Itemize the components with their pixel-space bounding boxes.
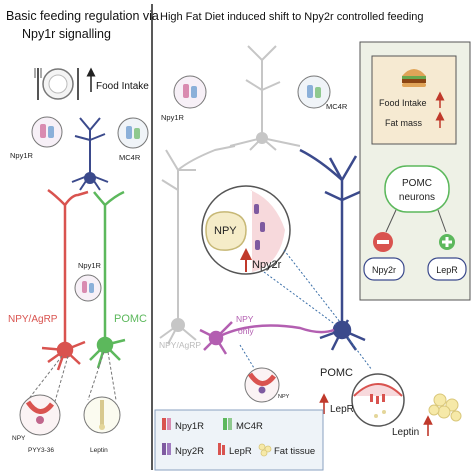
synapse-npy: NPY bbox=[214, 225, 237, 237]
right-lepr: LepR bbox=[330, 404, 354, 415]
legend-fat-tissue-icon bbox=[258, 443, 272, 457]
synapse-npy2r: Npy2r bbox=[252, 259, 282, 271]
right-npy-small-zoom-circle bbox=[244, 367, 280, 403]
info-box: Food Intake Fat mass POMC neurons Npy2r … bbox=[359, 41, 471, 301]
legend-npy2r: Npy2R bbox=[175, 446, 204, 457]
left-zoom-dashes bbox=[23, 351, 117, 406]
info-food-intake: Food Intake bbox=[379, 98, 427, 108]
right-purple-neuron bbox=[199, 321, 335, 355]
left-npy1r-mid: Npy1R bbox=[78, 261, 102, 270]
left-npy1r-top: Npy1R bbox=[10, 151, 34, 160]
info-lepr: LepR bbox=[436, 265, 458, 275]
left-npy-small: NPY bbox=[12, 435, 26, 442]
legend-npy1r-icon bbox=[162, 418, 171, 430]
legend-lepr-icon bbox=[218, 443, 225, 455]
npy1r-zoom-circle bbox=[31, 116, 63, 148]
right-mc4r-zoom-circle bbox=[297, 75, 331, 109]
left-title-line2: Npy1r signalling bbox=[22, 27, 111, 41]
left-title-line1: Basic feeding regulation via bbox=[6, 9, 159, 23]
legend-fat-tissue: Fat tissue bbox=[274, 446, 315, 457]
right-mc4r: MC4R bbox=[326, 102, 348, 111]
left-pyy: PYY3-36 bbox=[28, 447, 54, 454]
right-grey-neuron bbox=[159, 145, 236, 345]
plus-icon bbox=[439, 234, 455, 250]
left-blue-neuron bbox=[71, 117, 109, 191]
left-panel: Basic feeding regulation via Npy1r signa… bbox=[6, 9, 159, 454]
right-grey-top-neuron bbox=[229, 45, 301, 151]
npy1r-mid-zoom-circle bbox=[74, 274, 102, 302]
pyy-zoom-circle bbox=[19, 394, 61, 436]
left-leptin: Leptin bbox=[90, 447, 108, 454]
legend: Npy1R MC4R Npy2R LepR Fat tissue bbox=[154, 409, 324, 471]
legend-npy1r: Npy1R bbox=[175, 421, 204, 432]
left-food-intake: Food Intake bbox=[96, 81, 149, 92]
legend-mc4r: MC4R bbox=[236, 421, 263, 432]
left-green-neuron bbox=[89, 190, 126, 369]
right-leptin: Leptin bbox=[392, 427, 419, 438]
info-fat-mass: Fat mass bbox=[385, 118, 423, 128]
left-mc4r: MC4R bbox=[119, 153, 141, 162]
minus-icon bbox=[373, 232, 393, 252]
right-pomc: POMC bbox=[320, 367, 353, 379]
left-pomc: POMC bbox=[114, 313, 147, 325]
leptin-zoom-circle bbox=[83, 396, 121, 434]
right-npy-agrp: NPY/AgRP bbox=[159, 340, 201, 350]
info-pomc-line1: POMC bbox=[402, 178, 432, 189]
right-zoom-dashes bbox=[239, 249, 373, 371]
mc4r-zoom-circle bbox=[117, 117, 149, 149]
right-panel: High Fat Diet induced shift to Npy2r con… bbox=[154, 11, 471, 471]
legend-mc4r-icon bbox=[223, 418, 232, 430]
right-npy-small: NPY bbox=[278, 394, 290, 400]
legend-npy2r-icon bbox=[162, 443, 171, 455]
right-title: High Fat Diet induced shift to Npy2r con… bbox=[160, 11, 424, 23]
info-npy2r: Npy2r bbox=[372, 265, 396, 275]
synapse-zoom-circle bbox=[201, 185, 291, 275]
fat-tissue-icon bbox=[428, 393, 462, 422]
legend-lepr: LepR bbox=[229, 446, 252, 457]
right-npy1r: Npy1R bbox=[161, 113, 185, 122]
left-red-neuron bbox=[41, 188, 89, 371]
right-npy-only-2: only bbox=[238, 326, 254, 336]
lepr-zoom-circle bbox=[351, 373, 405, 427]
left-npy-agrp: NPY/AgRP bbox=[8, 314, 58, 325]
plate-icon bbox=[34, 68, 79, 100]
burger-icon bbox=[402, 69, 426, 87]
info-pomc-line2: neurons bbox=[399, 192, 435, 203]
right-blue-neuron bbox=[299, 148, 366, 351]
right-npy1r-zoom-circle bbox=[173, 75, 207, 109]
right-npy-only-1: NPY bbox=[236, 314, 254, 324]
